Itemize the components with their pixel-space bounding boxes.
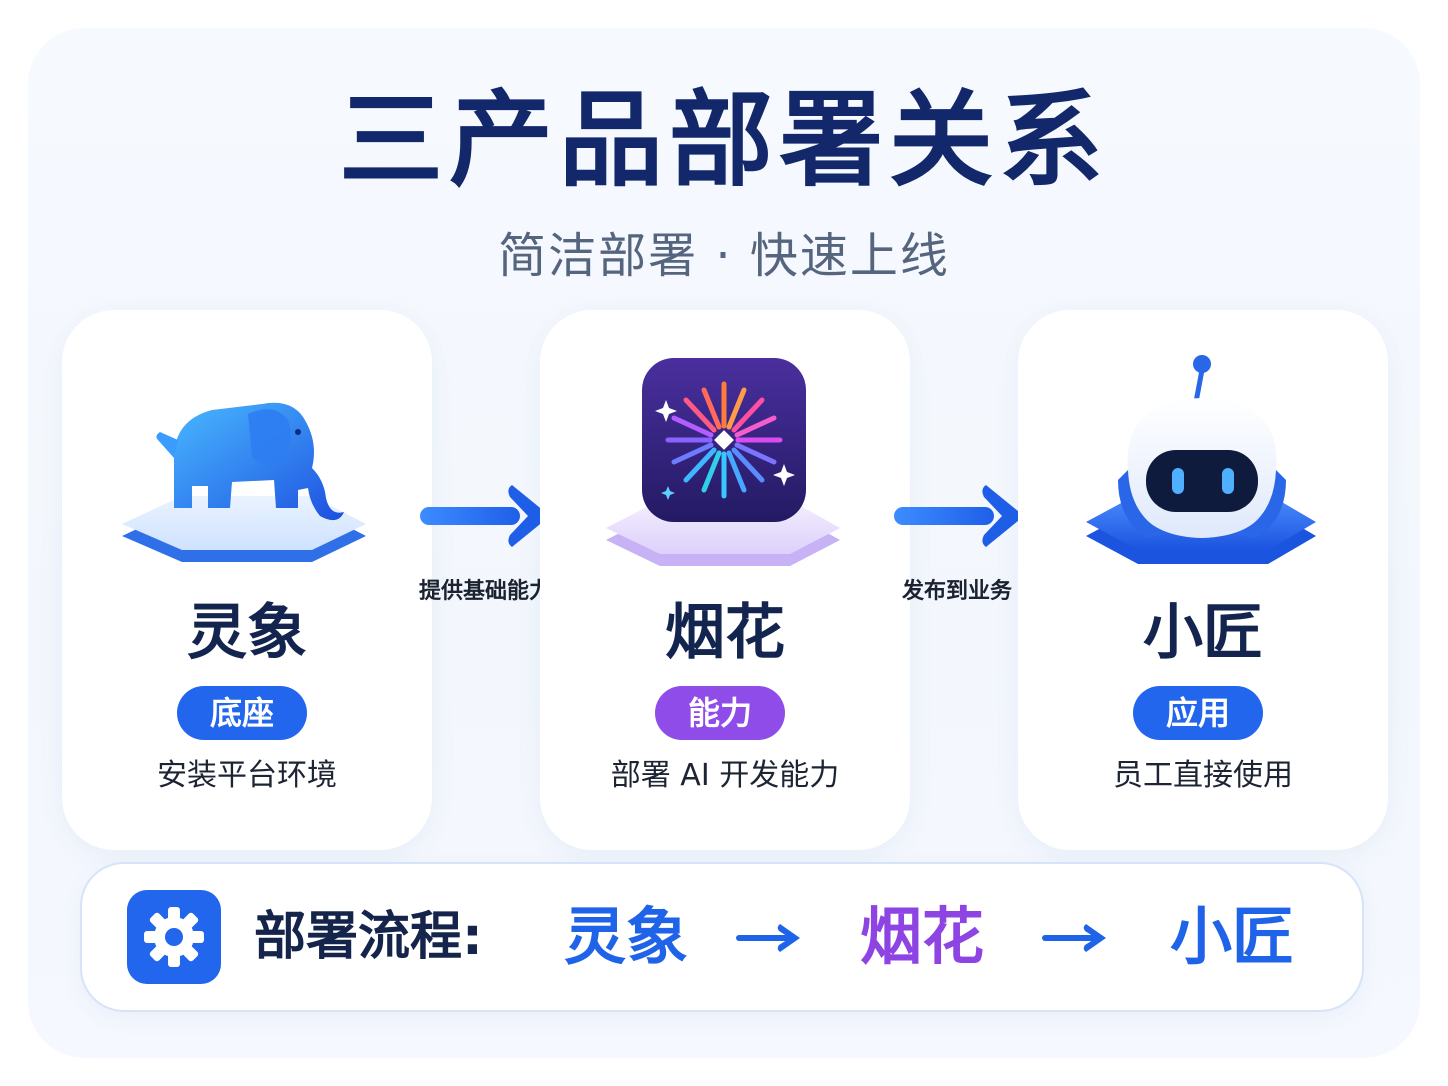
robot-icon xyxy=(1018,340,1388,590)
role-badge: 应用 xyxy=(1133,686,1263,740)
product-description: 安装平台环境 xyxy=(157,758,337,793)
role-badge: 底座 xyxy=(177,686,307,740)
product-name: 小匠 xyxy=(1143,598,1263,668)
product-name: 烟花 xyxy=(665,598,785,668)
elephant-icon xyxy=(62,340,432,590)
connector-label: 发布到业务 xyxy=(901,579,1012,604)
product-card-yanhua: 烟花 能力 部署 AI 开发能力 xyxy=(540,310,910,850)
product-name: 灵象 xyxy=(187,598,307,668)
flow-step-lingxiang: 灵象 xyxy=(564,900,689,973)
arrow-right-icon xyxy=(416,479,556,553)
fireworks-icon xyxy=(540,340,910,590)
deployment-flow-bar: 部署流程: 灵象 烟花 小匠 xyxy=(80,862,1364,1012)
arrow-right-icon xyxy=(734,918,804,958)
page-subtitle: 简洁部署 · 快速上线 xyxy=(498,228,950,284)
page-title: 三产品部署关系 xyxy=(338,79,1109,201)
arrow-right-icon xyxy=(1040,918,1110,958)
flow-label: 部署流程: xyxy=(254,907,483,967)
product-description: 员工直接使用 xyxy=(1113,758,1293,793)
gear-icon xyxy=(127,890,221,984)
product-card-lingxiang: 灵象 底座 安装平台环境 xyxy=(62,310,432,850)
role-badge: 能力 xyxy=(655,686,785,740)
connector-label: 提供基础能力 xyxy=(418,579,551,604)
arrow-right-icon xyxy=(890,479,1030,553)
product-card-xiaojiang: 小匠 应用 员工直接使用 xyxy=(1018,310,1388,850)
product-description: 部署 AI 开发能力 xyxy=(610,758,840,793)
flow-step-yanhua: 烟花 xyxy=(860,900,985,973)
flow-step-xiaojiang: 小匠 xyxy=(1170,900,1295,973)
